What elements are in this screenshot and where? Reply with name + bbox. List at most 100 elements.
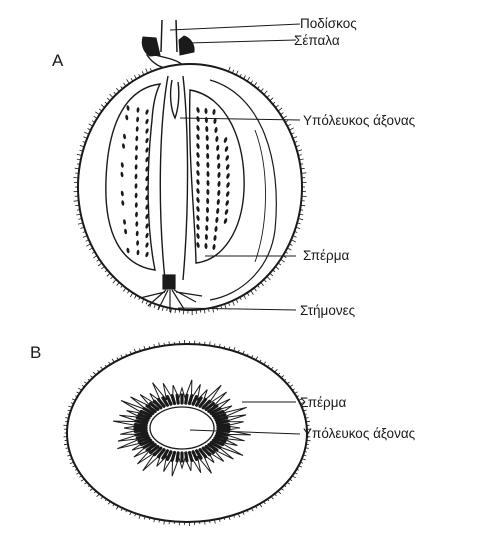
hair [95, 112, 99, 115]
hair [275, 369, 278, 372]
hair [114, 92, 116, 95]
hair [254, 288, 256, 291]
hair [84, 382, 87, 384]
hair [284, 485, 286, 486]
hair [271, 497, 274, 500]
seed [186, 453, 187, 461]
hair [101, 105, 104, 108]
hair [88, 485, 90, 486]
seed [135, 431, 146, 432]
hair [260, 504, 262, 507]
seed [217, 433, 228, 435]
hair [281, 259, 285, 262]
hair [97, 494, 100, 497]
hair [81, 479, 85, 481]
hair [113, 279, 116, 283]
seed [177, 395, 178, 403]
seed [190, 396, 192, 404]
hair [146, 69, 148, 74]
label-stamens: Στήμονες [300, 303, 356, 318]
seed [136, 433, 147, 435]
hair [267, 276, 270, 280]
panel-a-label: A [52, 51, 64, 70]
cross-core [150, 407, 214, 449]
leader-sepals [188, 40, 296, 43]
hair [67, 452, 69, 453]
hair [112, 359, 114, 362]
seed [177, 453, 178, 461]
hair [94, 116, 97, 118]
seed [190, 453, 192, 461]
hair [117, 282, 120, 285]
hair [292, 476, 296, 478]
hair [281, 376, 284, 378]
hair [278, 108, 282, 111]
label-core-b: Υπόλευκος άξονας [303, 426, 416, 441]
hair [261, 282, 264, 285]
leader-peduncle [170, 24, 300, 30]
hair [210, 520, 211, 523]
hair [276, 266, 279, 269]
hair [101, 266, 104, 269]
hair [124, 83, 126, 86]
hair [304, 414, 306, 415]
hair [169, 521, 170, 524]
seed [136, 421, 147, 423]
hair [116, 88, 119, 91]
hair [289, 128, 294, 130]
hair [93, 372, 96, 375]
label-sepals: Σέπαλα [294, 33, 340, 48]
hair [64, 444, 68, 445]
hair [84, 132, 89, 134]
seed [172, 396, 174, 404]
seed [135, 425, 146, 426]
hair [291, 240, 296, 242]
hair [264, 279, 266, 282]
hair [284, 379, 286, 380]
hair [247, 77, 250, 81]
hair [205, 342, 206, 345]
seed [217, 421, 228, 423]
hair [98, 263, 102, 266]
hair [86, 244, 91, 246]
seed [218, 425, 229, 426]
hair [244, 295, 246, 299]
hair [304, 452, 306, 453]
hair [164, 343, 165, 346]
hair [283, 116, 287, 119]
hair [127, 79, 130, 83]
hair [111, 276, 113, 279]
hair [261, 89, 264, 92]
seed [172, 453, 174, 461]
hair [278, 491, 281, 494]
label-core-a: Υπόλευκος άξονας [303, 113, 416, 128]
peduncle-drawing [161, 20, 177, 52]
hair [270, 98, 273, 101]
hair [107, 98, 110, 101]
label-peduncle: Ποδίσκος [300, 16, 357, 31]
hair [270, 273, 273, 276]
hair [264, 91, 267, 95]
hair [93, 256, 97, 259]
hair [287, 482, 290, 484]
hair [232, 301, 234, 306]
hair [110, 94, 113, 98]
hair [101, 367, 104, 370]
hair [306, 421, 310, 422]
seed [186, 395, 187, 403]
hair [107, 273, 110, 276]
hair [88, 379, 90, 380]
hair [123, 288, 126, 292]
hair [276, 105, 279, 108]
panel-b-label: B [30, 343, 41, 362]
hair [267, 95, 269, 98]
hair [90, 488, 93, 490]
label-seed-a: Σπέρμα [303, 248, 349, 263]
longitudinal-section [73, 20, 306, 315]
hair [254, 83, 257, 87]
hair [134, 75, 136, 79]
hair [290, 385, 294, 387]
hair [130, 293, 133, 297]
